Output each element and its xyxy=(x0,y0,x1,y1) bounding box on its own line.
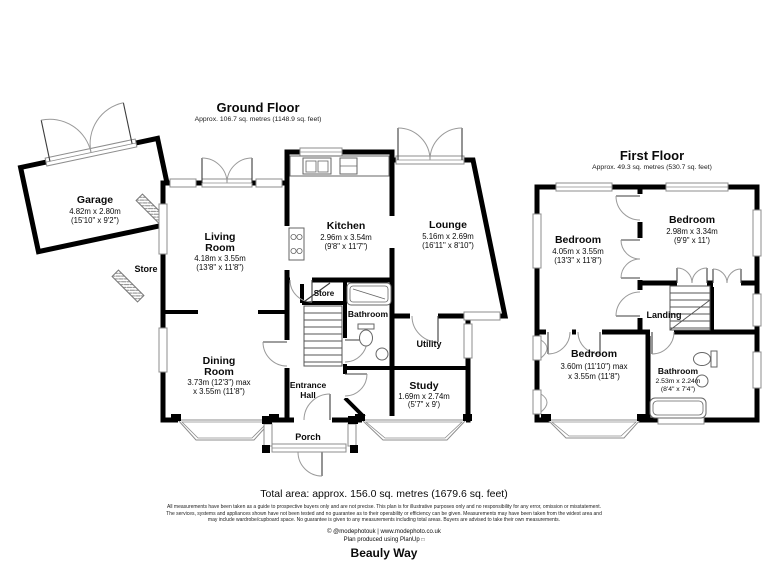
store-garage-label: Store xyxy=(134,264,157,274)
bedroom3-dims-2: x 3.55m (11'8") xyxy=(568,372,620,381)
living-room-label-1: Living xyxy=(205,231,236,243)
disclaimer-line-1: All measurements have been taken as a gu… xyxy=(166,504,602,510)
living-dining-block xyxy=(160,180,290,423)
dining-room-dims-2: x 3.55m (11'8") xyxy=(193,387,245,396)
ground-floor-subtitle: Approx. 106.7 sq. metres (1148.9 sq. fee… xyxy=(194,116,322,123)
disclaimer-text: All measurements have been taken as a gu… xyxy=(0,504,768,524)
ground-floor-header: Ground Floor Approx. 106.7 sq. metres (1… xyxy=(108,100,408,124)
bedroom3-label: Bedroom xyxy=(571,348,617,360)
first-floor-plan: Bedroom 4.05m x 3.55m (13'3" x 11'8") Be… xyxy=(532,182,762,439)
footer: Total area: approx. 156.0 sq. metres (16… xyxy=(0,488,768,561)
ff-toilet-fixture xyxy=(693,350,718,368)
ff-bathroom-label: Bathroom xyxy=(658,366,699,376)
study-dims-1: 1.69m x 2.74m xyxy=(398,392,450,401)
bedroom2-label: Bedroom xyxy=(669,214,715,226)
dining-room-dims-1: 3.73m (12'3") max xyxy=(187,378,250,387)
bedroom1-label: Bedroom xyxy=(555,234,601,246)
garage-door-swings xyxy=(40,102,133,162)
store-hall-label: Store xyxy=(314,289,335,298)
ground-floor-title: Ground Floor xyxy=(216,100,300,115)
garage-dims-1: 4.82m x 2.80m xyxy=(69,207,121,216)
ff-bathtub-fixture xyxy=(649,397,707,419)
first-floor-subtitle: Approx. 49.3 sq. metres (530.7 sq. feet) xyxy=(592,164,712,171)
total-area-text: Total area: approx. 156.0 sq. metres (16… xyxy=(260,488,508,500)
study-bay-window xyxy=(355,414,472,441)
gf-staircase xyxy=(303,305,343,367)
hob-fixture xyxy=(288,227,305,261)
bedroom2-dims-2: (9'9" x 11') xyxy=(674,236,710,245)
dining-room-label-2: Room xyxy=(204,366,234,378)
kitchen-counter xyxy=(289,155,390,177)
gf-bathroom-label: Bathroom xyxy=(348,309,389,319)
garage-label: Garage xyxy=(77,194,113,206)
lounge-dims-2: (16'11" x 8'10") xyxy=(422,241,474,250)
ff-staircase xyxy=(669,285,711,331)
bedroom1-dims-1: 4.05m x 3.55m xyxy=(552,247,604,256)
produced-text: Plan produced using PlanUp □ xyxy=(343,536,425,543)
kitchen-dims-1: 2.96m x 3.54m xyxy=(320,233,372,242)
bedroom2-dims-1: 2.98m x 3.34m xyxy=(666,227,718,236)
gf-sink-fixture xyxy=(375,347,389,361)
entrance-hall-label-1: Entrance xyxy=(290,380,327,390)
dining-room-label-1: Dining xyxy=(203,355,236,367)
bedroom3-bay-window xyxy=(541,414,647,439)
lounge-label: Lounge xyxy=(429,219,467,231)
entrance-hall-label-2: Hall xyxy=(300,390,316,400)
ff-bathroom-dims-1: 2.53m x 2.24m xyxy=(656,378,701,385)
gf-door-swings xyxy=(201,127,463,477)
living-room-dims-1: 4.18m x 3.55m xyxy=(194,254,246,263)
living-room-dims-2: (13'8" x 11'8") xyxy=(196,263,244,272)
porch-label: Porch xyxy=(295,432,321,442)
utility-label: Utility xyxy=(416,339,441,349)
bedroom3-dims-1: 3.60m (11'10") max xyxy=(561,362,628,371)
garage-dims-2: (15'10" x 9'2") xyxy=(71,216,119,225)
gf-toilet-fixture xyxy=(357,323,375,347)
planup-logo-box: □ xyxy=(421,536,425,543)
dining-bay-window xyxy=(171,414,279,441)
ff-windows xyxy=(532,182,762,425)
first-floor-title: First Floor xyxy=(619,148,685,163)
study-label: Study xyxy=(409,380,438,392)
kitchen-dims-2: (9'8" x 11'7") xyxy=(324,242,367,251)
study-dims-2: (5'7" x 9') xyxy=(408,400,441,409)
living-room-label-2: Room xyxy=(205,242,235,254)
garage-room xyxy=(17,102,179,255)
gf-bathtub-fixture xyxy=(346,282,392,306)
property-name: Beauly Way xyxy=(350,545,418,560)
porch-structure xyxy=(262,416,358,453)
ff-bathroom-dims-2: (8'4" x 7'4") xyxy=(661,386,695,393)
ff-door-swings xyxy=(540,195,742,413)
ff-sink-fixture xyxy=(695,374,709,388)
disclaimer-line-3: may include wardrobe/cupboard space. No … xyxy=(207,517,561,523)
landing-label: Landing xyxy=(647,310,682,320)
bedroom1-dims-2: (13'3" x 11'8") xyxy=(554,256,602,265)
kitchen-label: Kitchen xyxy=(327,220,366,232)
first-floor-header: First Floor Approx. 49.3 sq. metres (530… xyxy=(532,148,768,172)
kitchen-sink-fixture xyxy=(302,157,332,175)
ground-floor-plan: Garage 4.82m x 2.80m (15'10" x 9'2") Sto… xyxy=(17,102,509,477)
credit-text: © @modephotouk | www.modephoto.co.uk xyxy=(327,528,441,535)
disclaimer-line-2: The services, systems and appliances sho… xyxy=(166,510,602,517)
lounge-dims-1: 5.16m x 2.69m xyxy=(422,232,474,241)
